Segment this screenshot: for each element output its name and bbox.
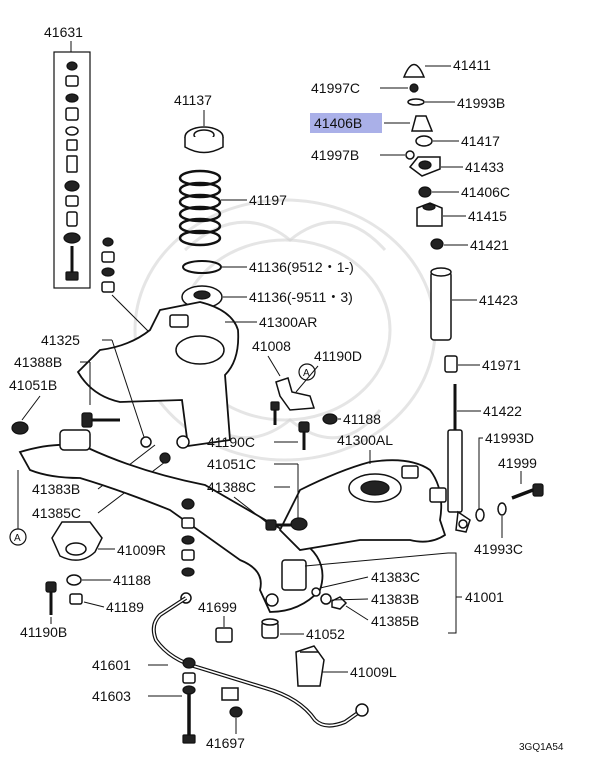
label-41406B[interactable]: 41406B (314, 115, 362, 131)
bushing-41052: 41052 (261, 618, 345, 642)
left-labels: 41325 41388B 41051B 41383B 41385C (9, 332, 171, 521)
center-hardware: 41051C 41388C (207, 456, 308, 531)
hardware-41001: 41383C 41383B 41385B 41001 (304, 552, 504, 634)
label-41421[interactable]: 41421 (470, 237, 509, 253)
trailing-arm-left: 41300AL (278, 432, 447, 551)
svg-text:A: A (303, 368, 310, 379)
label-41993B[interactable]: 41993B (457, 95, 505, 111)
label-41993C[interactable]: 41993C (474, 541, 523, 557)
shock-absorber-assembly: 41411 41997C 41993B 41406B 41417 41997B … (310, 57, 544, 557)
label-41325[interactable]: 41325 (41, 332, 80, 348)
bracket-41009L: 41009L (295, 645, 397, 687)
diagram-code: 3GQ1A54 (519, 742, 564, 753)
label-41051B[interactable]: 41051B (9, 377, 57, 393)
label-41300AR[interactable]: 41300AR (259, 314, 317, 330)
label-41997C[interactable]: 41997C (311, 80, 360, 96)
label-41388B[interactable]: 41388B (14, 354, 62, 370)
dust-cap-41411 (402, 63, 426, 78)
label-41406C[interactable]: 41406C (461, 184, 510, 200)
bracket-41009R: 41009R (51, 521, 166, 561)
label-41300AL[interactable]: 41300AL (337, 432, 393, 448)
label-41603[interactable]: 41603 (92, 688, 131, 704)
bolt-41388B (81, 412, 120, 428)
fasteners-lower-left: 41188 41190B 41189 (20, 572, 151, 640)
coil-spring (178, 169, 222, 247)
stabilizer-bar-41601: 41601 (92, 596, 369, 728)
label-41383B-right[interactable]: 41383B (371, 591, 419, 607)
trailing-arm-right: 41300AR (76, 301, 317, 449)
dust-boot-41423 (430, 271, 452, 341)
label-41383C[interactable]: 41383C (371, 569, 420, 585)
label-41009R[interactable]: 41009R (117, 542, 166, 558)
label-41411[interactable]: 41411 (453, 57, 491, 73)
bolt-41190C: 41188 41190C (207, 411, 381, 450)
label-41136a[interactable]: 41136(9512・1-) (249, 259, 354, 275)
label-41697[interactable]: 41697 (206, 735, 245, 751)
label-41417[interactable]: 41417 (461, 133, 500, 149)
label-41406B-highlight (310, 113, 382, 133)
label-41052[interactable]: 41052 (306, 626, 345, 642)
shock-41422 (447, 384, 471, 533)
label-41631[interactable]: 41631 (44, 24, 83, 40)
label-41601[interactable]: 41601 (92, 657, 131, 673)
label-41388C[interactable]: 41388C (207, 479, 256, 495)
ref-marker-a-left: A (9, 470, 27, 546)
kit-41631: 41631 (44, 24, 91, 289)
label-41423[interactable]: 41423 (479, 292, 518, 308)
label-41997B[interactable]: 41997B (311, 147, 359, 163)
label-41190C[interactable]: 41190C (207, 434, 255, 450)
label-41197[interactable]: 41197 (249, 192, 287, 208)
label-41422[interactable]: 41422 (483, 403, 522, 419)
label-41189[interactable]: 41189 (106, 599, 144, 615)
label-41415[interactable]: 41415 (468, 208, 507, 224)
label-41009L[interactable]: 41009L (350, 664, 397, 680)
bushing-stack-center (180, 498, 195, 604)
spring-assembly: 41137 41197 41136(9512・1-) 41136(-9511・3… (174, 92, 354, 309)
bushing-41051B (11, 421, 29, 435)
label-41383B-left[interactable]: 41383B (32, 481, 80, 497)
label-41385B[interactable]: 41385B (371, 613, 419, 629)
label-41999[interactable]: 41999 (498, 455, 537, 471)
strut-mount-stack (101, 237, 196, 379)
label-41971[interactable]: 41971 (482, 357, 521, 373)
svg-text:A: A (14, 533, 21, 544)
label-41051C[interactable]: 41051C (207, 456, 256, 472)
label-41385C[interactable]: 41385C (32, 505, 81, 521)
label-41001[interactable]: 41001 (465, 589, 504, 605)
label-41190D[interactable]: 41190D (314, 348, 362, 364)
label-41008[interactable]: 41008 (252, 338, 291, 354)
stabilizer-hardware: 41699 41603 41697 (92, 599, 245, 751)
crossmember-41001 (18, 429, 324, 613)
label-41137[interactable]: 41137 (174, 92, 212, 108)
label-41190B[interactable]: 41190B (20, 624, 67, 640)
kit-box (53, 51, 91, 289)
ref-marker-a-top (298, 363, 316, 381)
label-41993D[interactable]: 41993D (485, 430, 534, 446)
label-41188-lower[interactable]: 41188 (113, 572, 151, 588)
label-41188-upper[interactable]: 41188 (343, 411, 381, 427)
label-41136b[interactable]: 41136(-9511・3) (249, 289, 353, 305)
label-41699[interactable]: 41699 (198, 599, 237, 615)
bolt-41999 (511, 483, 544, 500)
label-41433[interactable]: 41433 (465, 159, 504, 175)
link-41008: 41008 A 41190D (252, 338, 362, 425)
